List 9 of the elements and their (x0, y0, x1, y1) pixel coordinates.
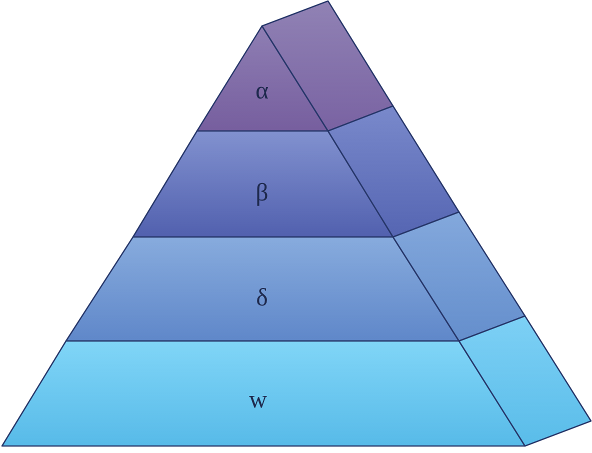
pyramid-layer (196, 25, 329, 132)
layer-label: w (248, 388, 268, 412)
layer-side-face (392, 211, 526, 342)
layer-side-face (327, 105, 460, 238)
layer-label: δ (256, 286, 268, 310)
layer-label: α (255, 78, 269, 104)
pyramid-layer (132, 130, 394, 238)
layer-side-face (458, 315, 592, 447)
layer-label: β (256, 180, 268, 206)
